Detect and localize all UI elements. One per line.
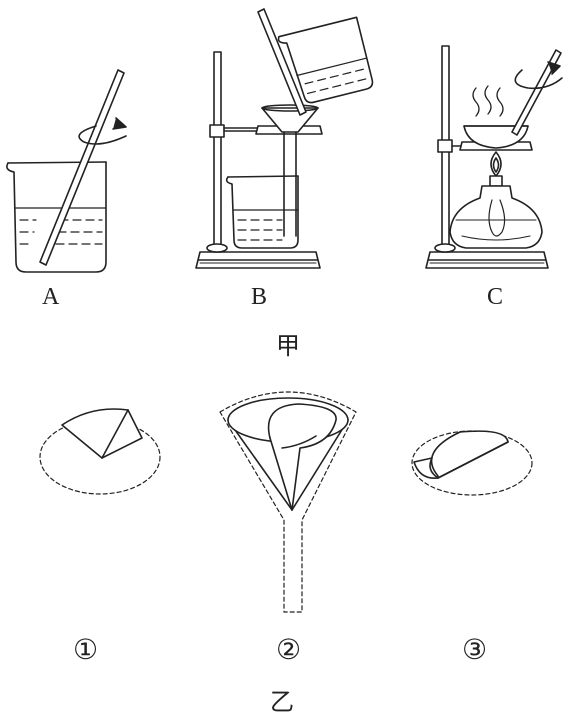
figure-yi-caption: 乙	[270, 688, 294, 716]
figure-jia-caption: 甲	[276, 332, 300, 360]
step-3-label: ③	[462, 635, 488, 666]
pouring-beaker-b	[277, 16, 374, 104]
alcohol-lamp-c	[449, 185, 543, 249]
steam-c	[472, 85, 504, 117]
panel-c-label: C	[487, 284, 504, 310]
panel-a-label: A	[42, 284, 60, 310]
flame-c	[490, 151, 502, 177]
stirring-rod-a	[39, 69, 125, 266]
panel-b-label: B	[251, 284, 268, 310]
beaker-b	[225, 175, 299, 249]
iron-stand-rod-b	[213, 51, 222, 253]
panel-a-dissolving	[6, 69, 127, 273]
stir-arrow-a	[78, 125, 127, 145]
panel-b-filtration	[195, 8, 374, 269]
step-1-label: ①	[73, 635, 99, 666]
glass-rod-b	[257, 8, 307, 116]
beaker-a	[6, 161, 107, 273]
iron-stand-base-b	[195, 251, 321, 269]
iron-stand-base-c	[425, 251, 549, 269]
stir-arrow-c	[514, 69, 563, 90]
panel-c-evaporation	[425, 45, 563, 269]
liquid-a	[15, 207, 107, 245]
filter-paper-step-1	[39, 408, 161, 495]
filter-paper-step-2	[219, 391, 357, 613]
glass-rod-c	[511, 49, 562, 136]
filter-paper-step-3	[411, 430, 533, 496]
step-2-label: ②	[276, 635, 302, 666]
